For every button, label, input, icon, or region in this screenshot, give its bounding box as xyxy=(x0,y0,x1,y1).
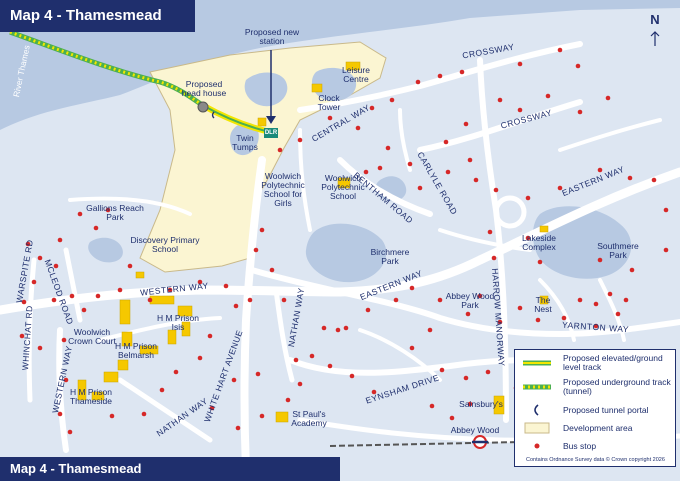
bus-stops xyxy=(19,47,669,435)
legend-label: Proposed elevated/ground level track xyxy=(563,353,663,372)
dlr-badge: DLR xyxy=(264,130,278,136)
clock-tower-label: Clock Tower xyxy=(317,93,341,112)
sainsburys-label: Sainsbury's xyxy=(459,399,503,409)
the-nest-label: The Nest xyxy=(534,295,552,314)
proposed-station-label: Proposed new station xyxy=(244,27,300,46)
birchmere-park-label: Birchmere Park xyxy=(370,247,410,266)
abbey-wood-park-label: Abbey Wood Park xyxy=(445,291,495,310)
lake-clock xyxy=(311,67,357,102)
station-pointer-arrow xyxy=(266,116,276,124)
head-house-marker xyxy=(197,101,209,113)
lake-gallions xyxy=(88,237,123,263)
dlr-badge-bg xyxy=(264,128,278,138)
bus-stop-icon xyxy=(534,443,540,449)
legend-label: Proposed underground track (tunnel) xyxy=(563,377,671,396)
legend-item-portal: Proposed tunnel portal xyxy=(521,404,675,416)
lakeside-complex-label: Lakeside Complex xyxy=(521,233,557,252)
legend-item-underground: Proposed underground track (tunnel) xyxy=(521,378,675,396)
legend-label: Proposed tunnel portal xyxy=(563,404,649,415)
twin-tumps-label: Twin Tumps xyxy=(232,133,258,152)
leisure-centre-label: Leisure Centre xyxy=(342,65,370,84)
woolwich-crown-court-label: Woolwich Crown Court xyxy=(68,327,116,346)
lake-north xyxy=(244,72,288,107)
southmere-park-label: Southmere Park xyxy=(597,241,639,260)
gallions-reach-label: Gallions Reach Park xyxy=(86,203,144,222)
lake-twin xyxy=(230,122,259,156)
railway-line xyxy=(329,441,521,447)
tunnel-portal-marker xyxy=(211,111,215,119)
map-title: Map 4 - Thamesmead xyxy=(0,0,195,32)
hm-prison-thameside-label: H M Prison Thameside xyxy=(69,387,113,406)
buildings xyxy=(77,61,549,423)
legend-label: Bus stop xyxy=(563,440,597,451)
discovery-school-label: Discovery Primary School xyxy=(130,235,200,254)
woolwich-poly-label: Woolwich Polytechnic School xyxy=(321,173,365,201)
hm-prison-isis-label: H M Prison Isis xyxy=(156,313,200,332)
legend-item-bus: Bus stop xyxy=(521,440,675,452)
st-pauls-label: St Paul's Academy xyxy=(291,409,327,428)
north-arrow-icon xyxy=(650,31,660,46)
map-footer: Map 4 - Thamesmead xyxy=(0,457,340,481)
copyright-credit: Contains Ordnance Survey data © Crown co… xyxy=(526,457,665,463)
elevated-track-inner xyxy=(203,105,271,133)
map-legend: Proposed elevated/ground level track Pro… xyxy=(514,349,676,467)
woolwich-poly-girls-label: Woolwich Polytechnic School for Girls xyxy=(261,171,305,208)
legend-item-elevated: Proposed elevated/ground level track xyxy=(521,354,675,372)
legend-item-development: Development area xyxy=(521,422,675,434)
hm-prison-belmarsh-label: H M Prison Belmarsh xyxy=(114,341,158,360)
legend-label: Development area xyxy=(563,422,633,433)
tunnel-portal-icon xyxy=(534,404,539,416)
north-label: N xyxy=(650,12,660,27)
head-house-label: Proposed head house xyxy=(181,79,227,98)
underground-track-dots xyxy=(9,30,205,108)
abbey-wood-label: Abbey Wood xyxy=(450,425,500,435)
lake-birchmere xyxy=(305,223,387,283)
